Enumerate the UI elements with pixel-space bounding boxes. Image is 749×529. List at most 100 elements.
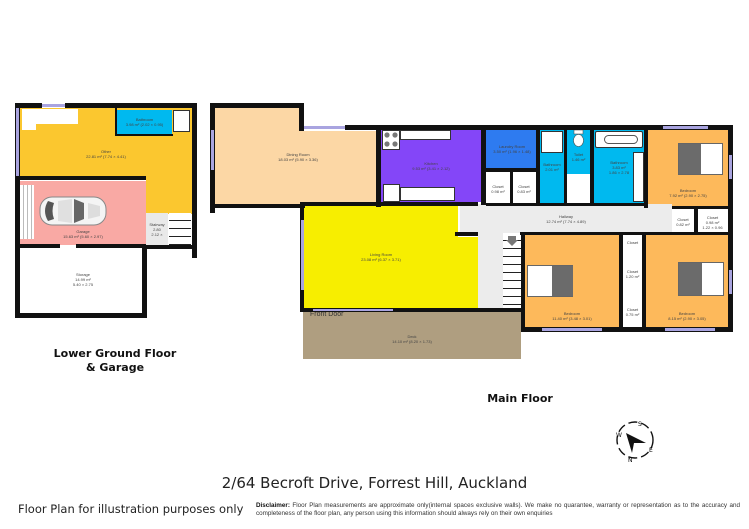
wall [521,327,733,332]
room-name: Closet [626,307,639,312]
wall [536,128,540,206]
shower-icon [173,110,190,132]
wall [376,125,381,207]
room-stairway-lower: Stairway 2.80 2.12 × [146,213,168,245]
wall [15,103,20,318]
bed-icon [678,143,723,175]
wall [590,128,594,206]
wall [694,208,698,234]
room-name: Hallway [558,214,573,219]
window [665,328,715,331]
wall [192,103,197,258]
room-size: 3.50 m² (1.96 × 1.48) [493,149,531,154]
wall [65,103,197,108]
room-name: Kitchen [424,160,438,166]
room-name: Bathroom [610,159,628,165]
compass-n: N [628,457,633,463]
room-size: 3.98 m² (2.02 × 0.95) [125,122,164,127]
room-size: 0.98 m² [705,219,720,225]
room-name: Bathroom [135,117,154,122]
room-size: 3.83 m² [612,164,626,170]
wall [115,108,117,136]
room-size: 0.98 m² [491,189,505,194]
toilet-icon [573,130,584,147]
room-size: 7.92 m² (2.90 × 2.75) [669,193,707,198]
room-name: Living Room [369,252,393,257]
room-toilet: Toilet 1.46 m² [567,130,590,174]
room-size: 2.12 × [151,231,163,237]
room-size: 0.82 m² [676,222,690,227]
room-name: Dining Room [286,152,310,157]
wall [210,103,304,108]
disclaimer: Disclaimer: Floor Plan measurements are … [256,502,740,518]
room-hallway: Hallway 12.74 m² (7.74 × 4.89) [460,204,672,234]
wall [486,168,538,172]
nook [22,109,78,124]
room-name: Bathroom [543,162,561,167]
wall [619,232,623,330]
room-closet: Closet 0.82 m² [672,210,694,234]
living-extension [455,237,478,308]
window [211,130,214,170]
room-bathroom-lower: Bathroom 3.98 m² (2.02 × 0.95) [117,110,172,134]
window [42,104,65,107]
room-name: Closet [677,217,689,222]
window [301,220,304,290]
window [663,126,708,129]
room-size: 8.15 m² (2.90 × 3.05) [668,316,706,321]
wall [520,232,728,235]
room-size: 11.40 m² (3.48 × 3.01) [552,316,592,321]
floor-label-line2: & Garage [85,361,145,374]
room-size: 2.80 [153,226,161,232]
bed-icon [678,262,724,296]
wall [642,232,646,330]
stairs-down-arrow-icon [506,236,518,246]
bed-icon [527,265,573,297]
room-laundry: Laundry Room 3.50 m² (1.96 × 1.48) [486,130,538,168]
garage-door [20,185,34,239]
property-address: 2/64 Becroft Drive, Forrest Hill, Auckla… [221,474,528,492]
wall [564,128,567,206]
room-name: Closet [626,269,639,274]
room-size: 23.08 m² (6.37 × 3.71) [361,257,401,262]
illustration-note: Floor Plan for illustration purposes onl… [18,502,244,516]
counter-bottom [400,187,455,201]
wall [510,172,513,204]
room-closet: Closet 1.20 m² [623,251,642,297]
wall [300,308,525,312]
room-size: 14.99 m² [75,277,91,282]
room-size: 0.83 m² [517,189,531,194]
room-storage: Storage 14.99 m² 5.40 × 2.75 [20,247,146,312]
wall [485,125,733,130]
room-name: Toilet [573,152,584,157]
floor-label-text: Main Floor [487,392,553,405]
wall [20,244,60,248]
room-size: 12.74 m² (7.74 × 4.89) [546,219,586,224]
wall [15,103,42,108]
sink-icon [383,184,400,202]
room-size: 5.40 × 2.75 [72,282,94,287]
compass-s: S [638,421,642,428]
room-name: Storage [75,272,90,277]
room-closet: Closet 0.83 m² [513,174,535,204]
room-name: Bedroom [679,188,697,193]
room-size: 1.86 × 2.78 [608,169,630,175]
room-name: Closet [518,184,530,189]
disclaimer-label: Disclaimer: [256,502,290,509]
main-floor-label: Main Floor [460,392,580,406]
wall [299,103,304,131]
nook [22,124,36,130]
compass-e: E [649,447,653,454]
window [16,108,19,176]
room-size: 1.46 m² [571,157,586,162]
room-name: Closet [706,214,719,220]
window [313,309,393,311]
room-name: Other [100,149,111,154]
bathtub-icon [595,131,643,148]
wall [521,232,525,332]
wall [455,232,478,236]
wall [142,245,147,318]
room-size: 2.01 m² [545,167,559,172]
wall [215,204,305,208]
wall [644,128,648,208]
